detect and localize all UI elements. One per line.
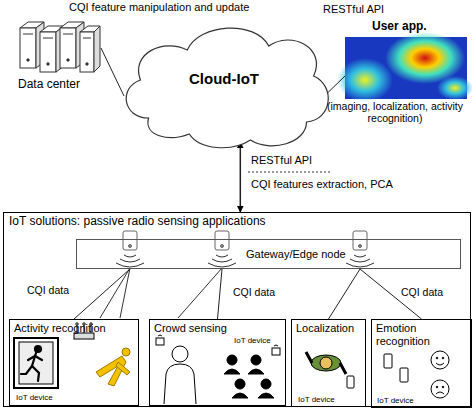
connector [326,76,345,94]
crowd-drawing [156,335,280,404]
access-points [123,231,367,250]
application-box: Emotion recognitionIoT device [371,319,472,408]
edge-label: CQI data [400,286,444,298]
edge-label: CQI feature manipulation and update [68,1,250,14]
activity-drawing [14,323,130,388]
node-text: IoT device [234,336,271,345]
node-title: Cloud-IoT [118,70,330,87]
connector [240,142,242,212]
connector [329,269,361,319]
node-title: Crowd sensing [154,322,227,335]
node-text: IoT device [377,396,414,405]
edge-label: RESTful API [322,3,385,16]
server-icons [20,22,100,72]
annotation-label: CQI features extraction, PCA [250,178,394,191]
connector [101,48,124,96]
dotted-line [248,172,330,173]
cloud-node: Cloud-IoT [118,18,334,150]
radio-links [100,268,222,318]
application-box: LocalizationIoT device [291,319,366,407]
edge-label: CQI data [232,286,276,298]
node-title: Emotion recognition [376,322,468,347]
node-text: IoT device [16,393,53,402]
node-title: Gateway/Edge node [246,248,346,261]
node-title: User app. [372,20,427,34]
heatmap-image [337,32,473,102]
node-title: Localization [296,322,354,335]
connector [218,269,223,319]
node-title: IoT solutions: passive radio sensing app… [9,215,266,229]
edge-label: CQI data [26,284,70,296]
edge-label: RESTful API [250,154,313,167]
connector [74,269,130,319]
system-box: IoT solutions: passive radio sensing app… [3,212,471,407]
gateway-band: Gateway/Edge node [76,239,461,269]
application-box: Crowd sensingIoT device [149,319,286,406]
user-app-node: User app. (imaging, localization, activit… [318,18,474,130]
localization-drawing [306,352,354,388]
node-title: Activity recognition [14,322,106,335]
server-node: Data center [8,16,108,98]
node-text: IoT device [298,395,335,404]
application-box: Activity recognitionIoT device [9,319,139,406]
emotion-drawing [384,351,449,398]
node-text: (imaging, localization, activity recogni… [318,100,472,124]
node-title: Data center [18,78,80,92]
